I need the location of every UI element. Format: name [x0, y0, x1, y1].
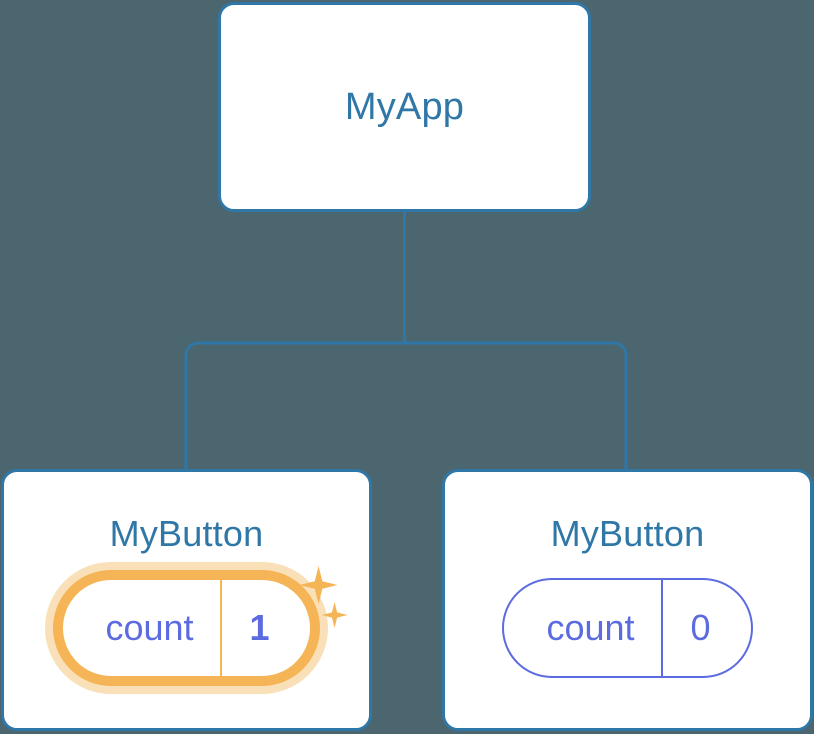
- state-pill-right-body[interactable]: count 0: [502, 578, 753, 678]
- node-mybutton-right-label: MyButton: [550, 513, 705, 554]
- state-pill-left[interactable]: count 1: [61, 566, 348, 678]
- connector-branch-right: [404, 341, 628, 470]
- state-pill-right[interactable]: count 0: [502, 578, 753, 678]
- node-myapp-label: MyApp: [344, 86, 465, 128]
- node-mybutton-left[interactable]: MyButton count 1: [1, 469, 372, 731]
- state-value-left: 1: [219, 580, 310, 676]
- sparkle-icon-small: [321, 602, 348, 628]
- connector-branch-left: [184, 341, 405, 470]
- node-mybutton-right[interactable]: MyButton count 0: [442, 469, 813, 731]
- state-value-right: 0: [660, 580, 751, 676]
- state-pill-left-body[interactable]: count 1: [61, 578, 312, 678]
- connector-path-group: [184, 210, 628, 470]
- node-mybutton-left-label: MyButton: [109, 513, 264, 554]
- node-myapp[interactable]: MyApp: [218, 2, 591, 212]
- state-key-left: count: [105, 607, 194, 648]
- state-key-right: count: [546, 607, 635, 648]
